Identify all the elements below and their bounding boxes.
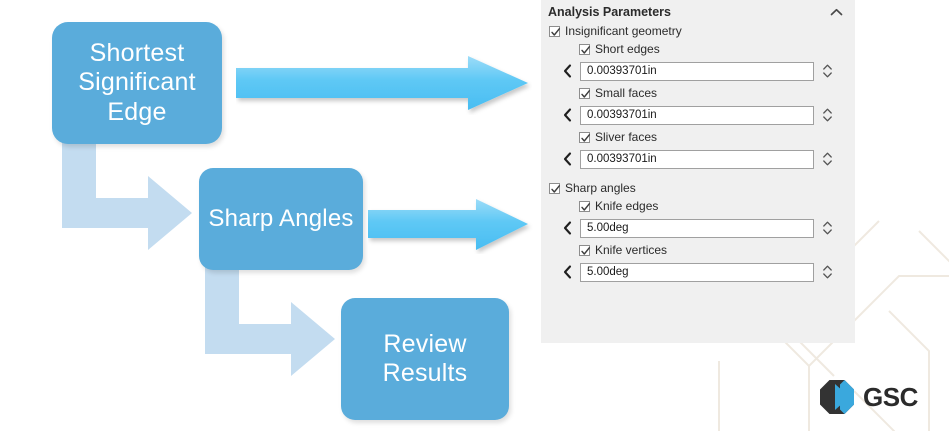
chevron-left-icon[interactable] bbox=[559, 62, 575, 80]
chevron-up-icon[interactable] bbox=[827, 5, 845, 19]
flow-box-review-results[interactable]: Review Results bbox=[341, 298, 509, 420]
checkbox-small-faces[interactable]: Small faces bbox=[541, 84, 855, 102]
checkbox-box bbox=[579, 87, 590, 99]
connector-sharp-to-review bbox=[205, 266, 335, 376]
checkbox-label: Sliver faces bbox=[595, 130, 658, 144]
checkbox-box bbox=[579, 200, 590, 212]
checkbox-label: Knife edges bbox=[595, 199, 659, 213]
analysis-parameters-panel: Analysis Parameters Insignificant geomet… bbox=[541, 0, 855, 343]
input-sliver-faces-tolerance[interactable]: 0.00393701in bbox=[580, 149, 814, 169]
field-row-knife-vertices: 5.00deg bbox=[541, 259, 855, 285]
flow-box-label: Shortest Significant Edge bbox=[78, 38, 196, 126]
chevron-left-icon[interactable] bbox=[559, 263, 575, 281]
flow-box-sharp-angles[interactable]: Sharp Angles bbox=[199, 168, 363, 270]
checkbox-knife-vertices[interactable]: Knife vertices bbox=[541, 241, 855, 259]
input-short-edges-tolerance[interactable]: 0.00393701in bbox=[580, 61, 814, 81]
field-row-knife-edges: 5.00deg bbox=[541, 215, 855, 241]
checkbox-box bbox=[579, 244, 590, 256]
flow-box-label: Review Results bbox=[382, 329, 468, 388]
spinner-updown-icon[interactable] bbox=[818, 262, 836, 282]
checkbox-knife-edges[interactable]: Knife edges bbox=[541, 197, 855, 215]
checkbox-sharp-angles[interactable]: Sharp angles bbox=[541, 179, 855, 197]
checkbox-label: Sharp angles bbox=[565, 181, 636, 195]
checkbox-box bbox=[579, 131, 590, 143]
input-knife-edges-angle[interactable]: 5.00deg bbox=[580, 218, 814, 238]
checkbox-insignificant-geometry[interactable]: Insignificant geometry bbox=[541, 22, 855, 40]
field-row-small-faces: 0.00393701in bbox=[541, 102, 855, 128]
chevron-left-icon[interactable] bbox=[559, 106, 575, 124]
spinner-updown-icon[interactable] bbox=[818, 105, 836, 125]
checkbox-label: Small faces bbox=[595, 86, 658, 100]
gsc-logo: GSC bbox=[818, 378, 918, 416]
checkbox-box bbox=[549, 25, 560, 37]
checkbox-sliver-faces[interactable]: Sliver faces bbox=[541, 128, 855, 146]
arrow-sharp-to-panel bbox=[368, 199, 528, 250]
gsc-logo-mark bbox=[820, 380, 854, 414]
checkbox-label: Knife vertices bbox=[595, 243, 668, 257]
checkbox-box bbox=[549, 182, 560, 194]
panel-header: Analysis Parameters bbox=[541, 0, 855, 22]
input-small-faces-tolerance[interactable]: 0.00393701in bbox=[580, 105, 814, 125]
field-row-sliver-faces: 0.00393701in bbox=[541, 146, 855, 172]
spinner-updown-icon[interactable] bbox=[818, 218, 836, 238]
arrow-shortest-to-panel bbox=[236, 56, 528, 110]
checkbox-label: Insignificant geometry bbox=[565, 24, 682, 38]
field-row-short-edges: 0.00393701in bbox=[541, 58, 855, 84]
checkbox-label: Short edges bbox=[595, 42, 660, 56]
flow-box-label: Sharp Angles bbox=[208, 204, 354, 232]
checkbox-box bbox=[579, 43, 590, 55]
gsc-logo-text: GSC bbox=[863, 381, 918, 412]
flow-box-shortest-significant-edge[interactable]: Shortest Significant Edge bbox=[52, 22, 222, 144]
input-knife-vertices-angle[interactable]: 5.00deg bbox=[580, 262, 814, 282]
spinner-updown-icon[interactable] bbox=[818, 61, 836, 81]
spinner-updown-icon[interactable] bbox=[818, 149, 836, 169]
panel-title: Analysis Parameters bbox=[548, 5, 671, 19]
chevron-left-icon[interactable] bbox=[559, 150, 575, 168]
chevron-left-icon[interactable] bbox=[559, 219, 575, 237]
connector-shortest-to-sharp bbox=[62, 140, 192, 250]
checkbox-short-edges[interactable]: Short edges bbox=[541, 40, 855, 58]
